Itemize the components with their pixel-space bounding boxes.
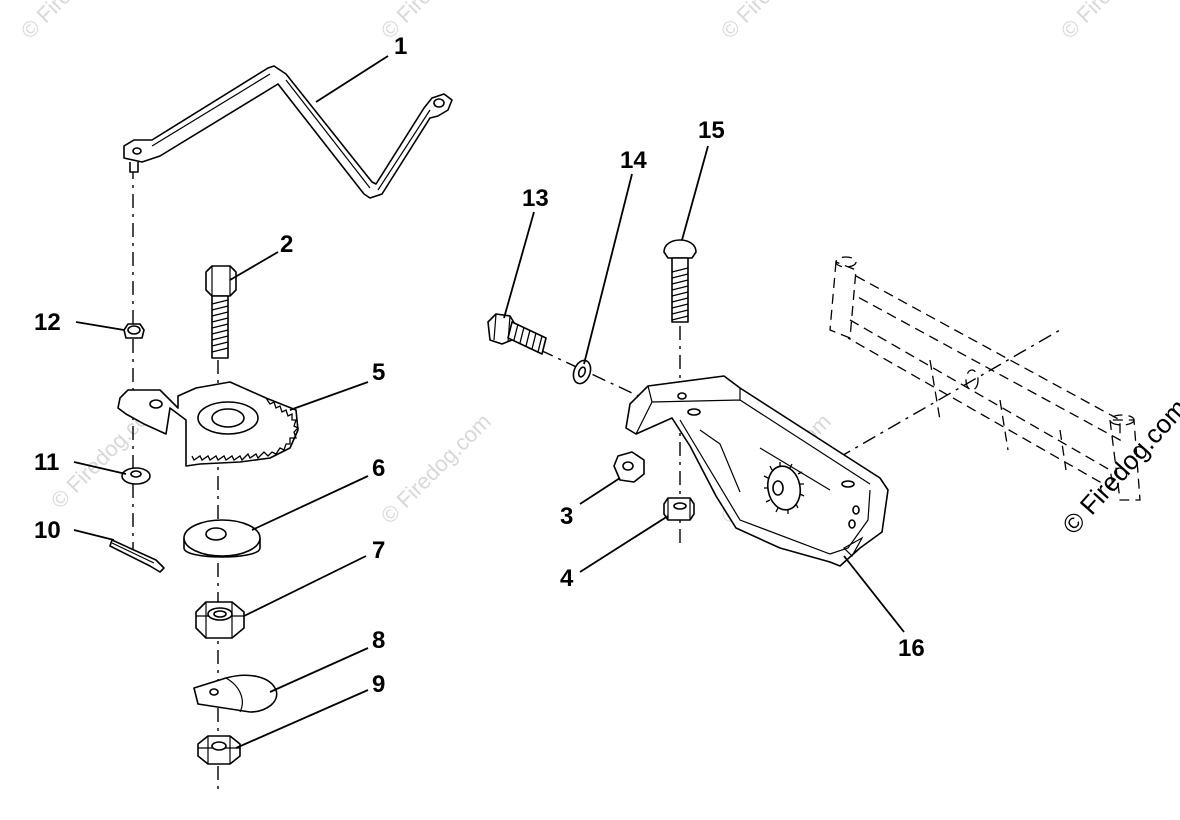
part-clip-8	[193, 674, 278, 713]
axis-line-shaft	[837, 329, 1061, 459]
part-hex-nut-3	[613, 451, 645, 483]
callout-3: 3	[560, 503, 573, 530]
callout-14: 14	[620, 147, 647, 174]
callout-16: 16	[898, 635, 925, 662]
part-hex-nut-7	[195, 601, 245, 639]
callout-12: 12	[34, 309, 61, 336]
part-washer-11	[121, 467, 151, 485]
part-gear-segment	[117, 381, 300, 467]
part-hex-bolt-2	[205, 265, 237, 359]
callout-1: 1	[394, 33, 407, 60]
part-hex-nut-4	[663, 497, 695, 521]
phantom-shaft-assembly	[829, 256, 1141, 501]
part-spacer-6	[183, 519, 261, 558]
callout-2: 2	[280, 231, 293, 258]
part-bracket-16	[625, 375, 889, 567]
callout-9: 9	[372, 671, 385, 698]
callout-11: 11	[34, 449, 59, 476]
part-bushing-12	[123, 323, 145, 339]
callout-7: 7	[372, 537, 385, 564]
part-cotter-pin	[109, 539, 165, 573]
part-carriage-bolt-15	[663, 239, 697, 323]
part-hex-nut-9	[197, 735, 241, 765]
watermark-faint: © Firedog.com	[716, 0, 836, 44]
callout-labels: 1 2 5 6 7 8 9 10 11 12 13 14 15 3 4 16	[34, 33, 925, 698]
watermark-faint: © Firedog.com	[376, 409, 496, 529]
part-rod	[123, 65, 453, 199]
callout-15: 15	[698, 117, 725, 144]
callout-6: 6	[372, 455, 385, 482]
watermark-faint: © Firedog.com	[16, 0, 136, 44]
leader-lines-right	[503, 145, 905, 633]
callout-13: 13	[522, 185, 549, 212]
callout-10: 10	[34, 517, 61, 544]
callout-5: 5	[372, 359, 385, 386]
watermark-faint: © Firedog.com	[1056, 0, 1176, 44]
part-washer-14	[572, 359, 592, 385]
callout-8: 8	[372, 627, 385, 654]
callout-4: 4	[560, 565, 574, 592]
leader-lines-left	[73, 55, 389, 749]
part-hex-bolt-13	[487, 313, 547, 355]
